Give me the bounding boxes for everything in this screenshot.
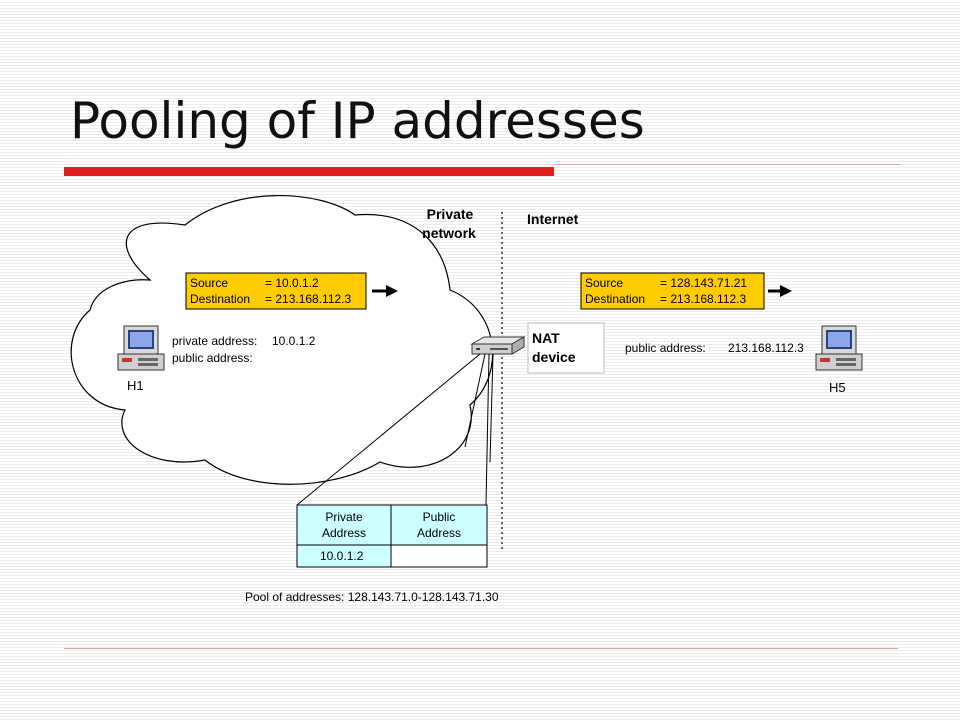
private-network-cloud — [70, 195, 494, 485]
packet-private-source-label: Source — [190, 276, 228, 290]
arrow-private-head — [386, 285, 398, 297]
computer-h1-icon — [117, 325, 165, 371]
packet-private-dest-label: Destination — [190, 292, 250, 306]
packet-public-source-label: Source — [585, 276, 623, 290]
nat-table-header-private-line1: Private — [325, 510, 363, 524]
public-address-label: public address: — [172, 351, 253, 365]
packet-public-source-value: = 128.143.71.21 — [660, 276, 747, 290]
nat-table-row-private: 10.0.1.2 — [320, 549, 364, 563]
internet-label: Internet — [527, 211, 579, 227]
title-divider-line — [554, 164, 900, 165]
nat-table-header-public-line1: Public — [423, 510, 456, 524]
h5-public-address-value: 213.168.112.3 — [728, 341, 804, 355]
nat-table-header-private-line2: Address — [322, 526, 366, 540]
h5-public-address-label: public address: — [625, 341, 706, 355]
title-accent-bar — [64, 167, 554, 176]
footer-divider-line — [64, 648, 898, 649]
nat-router-icon — [470, 336, 526, 355]
nat-table-header-public-line2: Address — [417, 526, 461, 540]
packet-public-dest-value: = 213.168.112.3 — [660, 292, 747, 306]
connector-line-4 — [489, 353, 494, 463]
connector-line-3 — [485, 353, 490, 506]
private-address-value: 10.0.1.2 — [272, 334, 316, 348]
packet-private-dest-value: = 213.168.112.3 — [265, 292, 352, 306]
private-address-label: private address: — [172, 334, 257, 348]
address-pool-label: Pool of addresses: 128.143.71.0-128.143.… — [245, 590, 499, 604]
packet-private-source-value: = 10.0.1.2 — [265, 276, 319, 290]
nat-table-header-private — [296, 504, 392, 546]
packet-header-private — [185, 272, 367, 310]
h5-label: H5 — [829, 380, 846, 395]
slide-title: Pooling of IP addresses — [70, 92, 645, 150]
arrow-public-head — [780, 285, 792, 297]
h1-label: H1 — [127, 378, 144, 393]
nat-table-cell-public — [390, 544, 488, 568]
nat-device-label: NAT — [532, 330, 560, 346]
packet-public-dest-label: Destination — [585, 292, 645, 306]
nat-device-label-line2: device — [532, 349, 576, 365]
private-network-label-line2: network — [422, 225, 476, 241]
nat-table: Private Address Public Address 10.0.1.2 — [296, 504, 488, 568]
connector-line-1 — [296, 353, 481, 506]
private-network-label: Private — [427, 206, 474, 222]
nat-device-label-box — [527, 322, 605, 374]
connector-line-2 — [464, 353, 486, 448]
packet-header-public — [580, 272, 765, 310]
computer-h5-icon — [815, 325, 863, 371]
